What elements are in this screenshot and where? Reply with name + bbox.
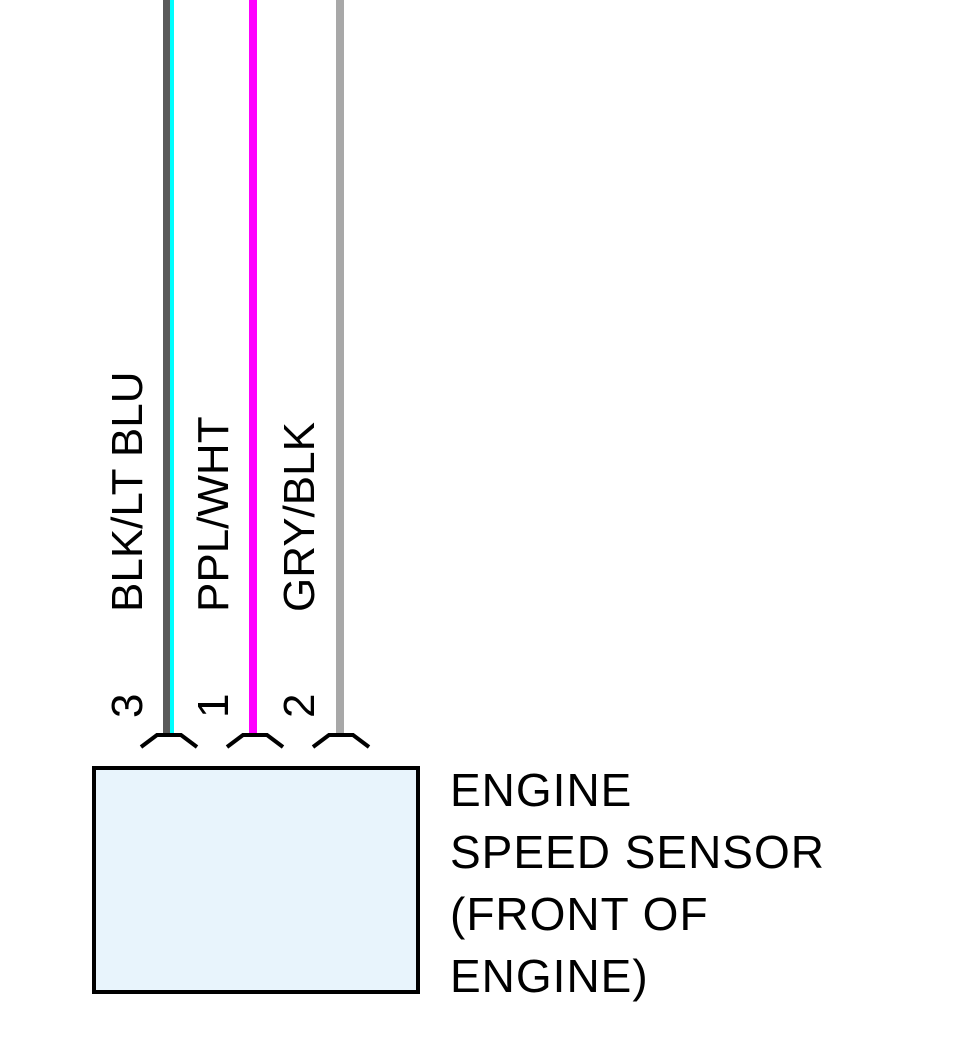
connector-terminal (311, 733, 371, 749)
component-label-line: SPEED SENSOR (450, 826, 825, 878)
connector-terminal (139, 733, 199, 749)
wire-color-label: GRY/BLK (275, 422, 324, 612)
component-label-line: ENGINE) (450, 950, 649, 1002)
wire-gry-blk: 2 GRY/BLK (275, 0, 371, 749)
pin-number: 2 (275, 694, 324, 718)
wire-primary (336, 0, 344, 736)
wire-color-label: BLK/LT BLU (103, 372, 152, 613)
wire-ppl-wht: 1 PPL/WHT (189, 0, 285, 749)
wire-stripe (170, 0, 174, 736)
sensor-component-label: ENGINE SPEED SENSOR (FRONT OF ENGINE) (450, 764, 825, 1002)
sensor-component-box (92, 766, 420, 994)
wire-color-label: PPL/WHT (189, 416, 238, 612)
pin-number: 1 (189, 694, 238, 718)
component-label-line: (FRONT OF (450, 888, 709, 940)
connector-terminal (225, 733, 285, 749)
component-label-line: ENGINE (450, 764, 632, 816)
wire-blk-lt-blu: 3 BLK/LT BLU (103, 0, 199, 749)
pin-number: 3 (103, 694, 152, 718)
wire-primary (163, 0, 170, 736)
wire-primary (249, 0, 257, 736)
